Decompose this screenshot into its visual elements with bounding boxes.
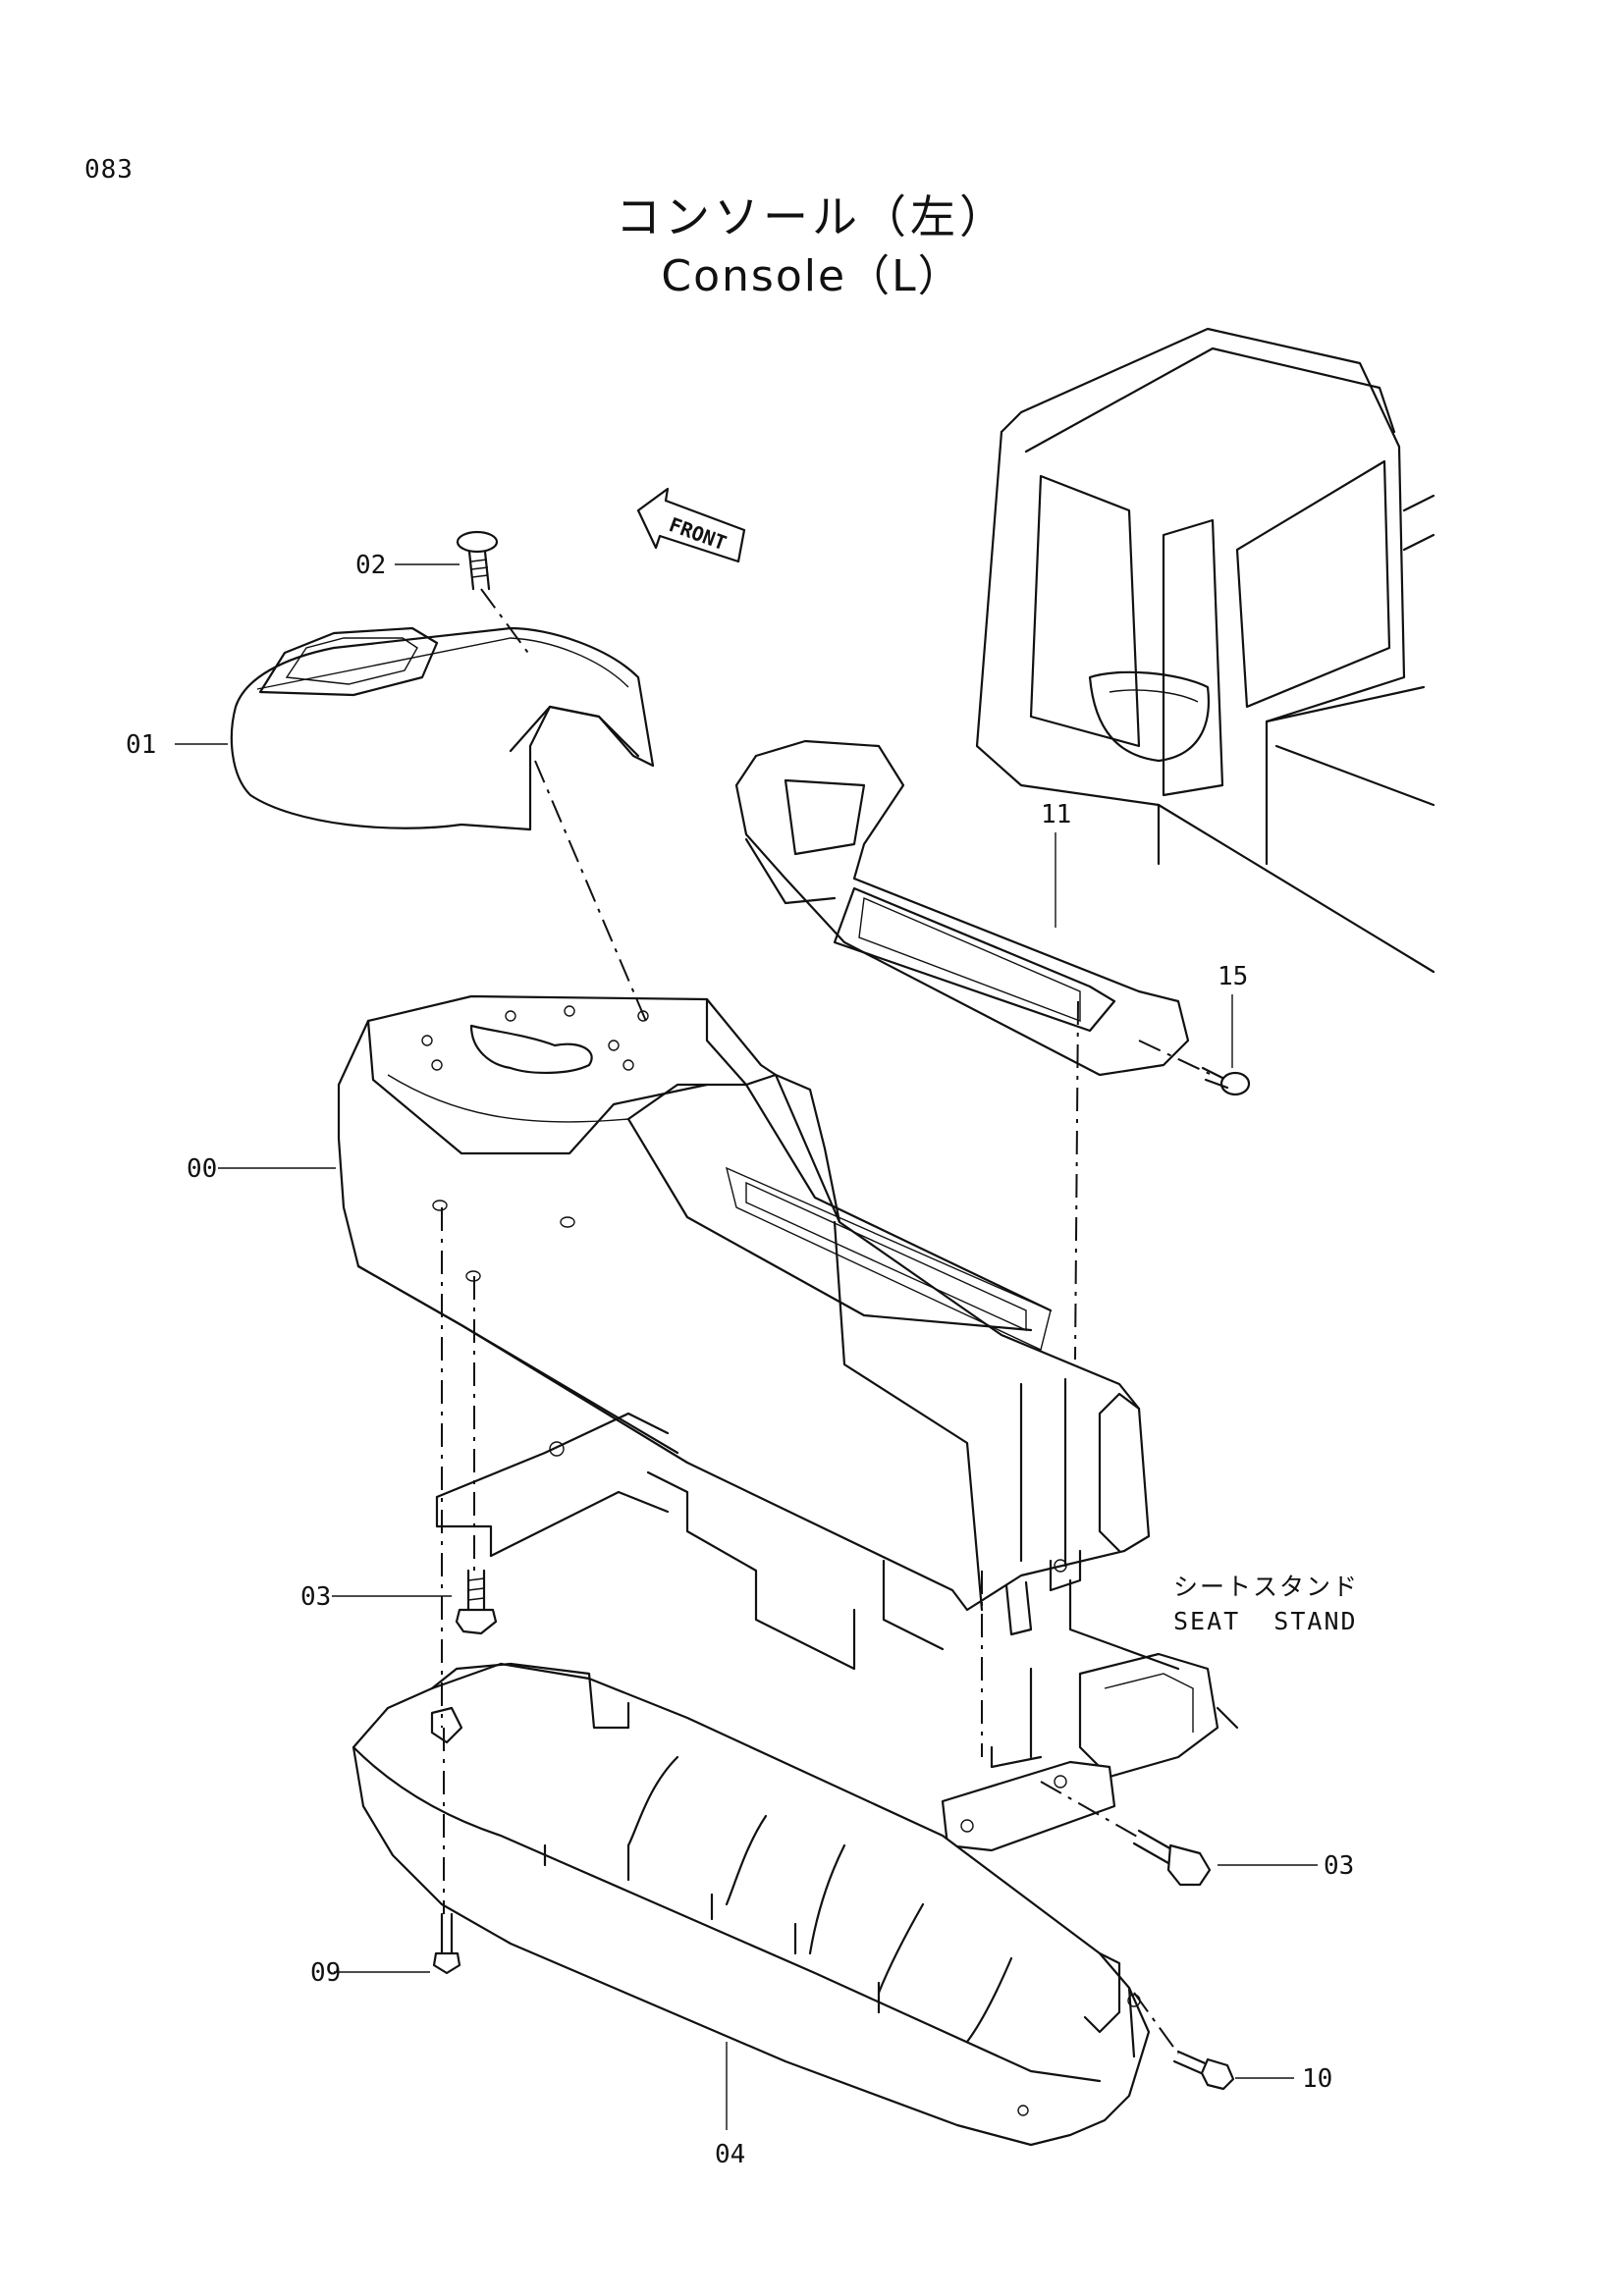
callout-11: 11 [1041,800,1071,829]
title-japanese: コンソール（左） [616,190,1008,243]
part-01-upper-cover [230,626,655,831]
assembly-center-lines [441,588,1211,2055]
callout-02: 02 [355,551,386,580]
callout-15: 15 [1218,962,1248,991]
title-english: Console（L） [661,251,963,301]
part-03-bolt-left [455,1569,498,1635]
callout-00: 00 [187,1154,217,1184]
part-09-screw [432,1912,461,1975]
callout-03-right: 03 [1324,1851,1354,1881]
front-arrow: FRONT [636,487,746,563]
callout-04: 04 [715,2140,745,2169]
part-11-armrest-frame [734,739,1190,1077]
part-03-bolt-right [1132,1829,1212,1887]
callout-03-left: 03 [300,1582,331,1612]
seat-stand-bracket [941,1578,1239,1852]
part-02-screw [456,530,499,591]
seat-stand-japanese: シートスタンド [1173,1573,1359,1601]
callout-01: 01 [126,730,156,760]
part-00-console-body [337,994,1151,1671]
page-number: 083 [84,155,134,185]
part-15-screw [1201,1066,1251,1096]
leader-lines [175,563,1318,2130]
cab-outline [975,327,1435,974]
part-04-lower-cover [352,1662,1151,2147]
part-10-screw [1172,2050,1235,2091]
seat-stand-english: SEAT STAND [1173,1607,1358,1635]
callout-10: 10 [1302,2064,1332,2094]
callout-09: 09 [310,1958,341,1988]
